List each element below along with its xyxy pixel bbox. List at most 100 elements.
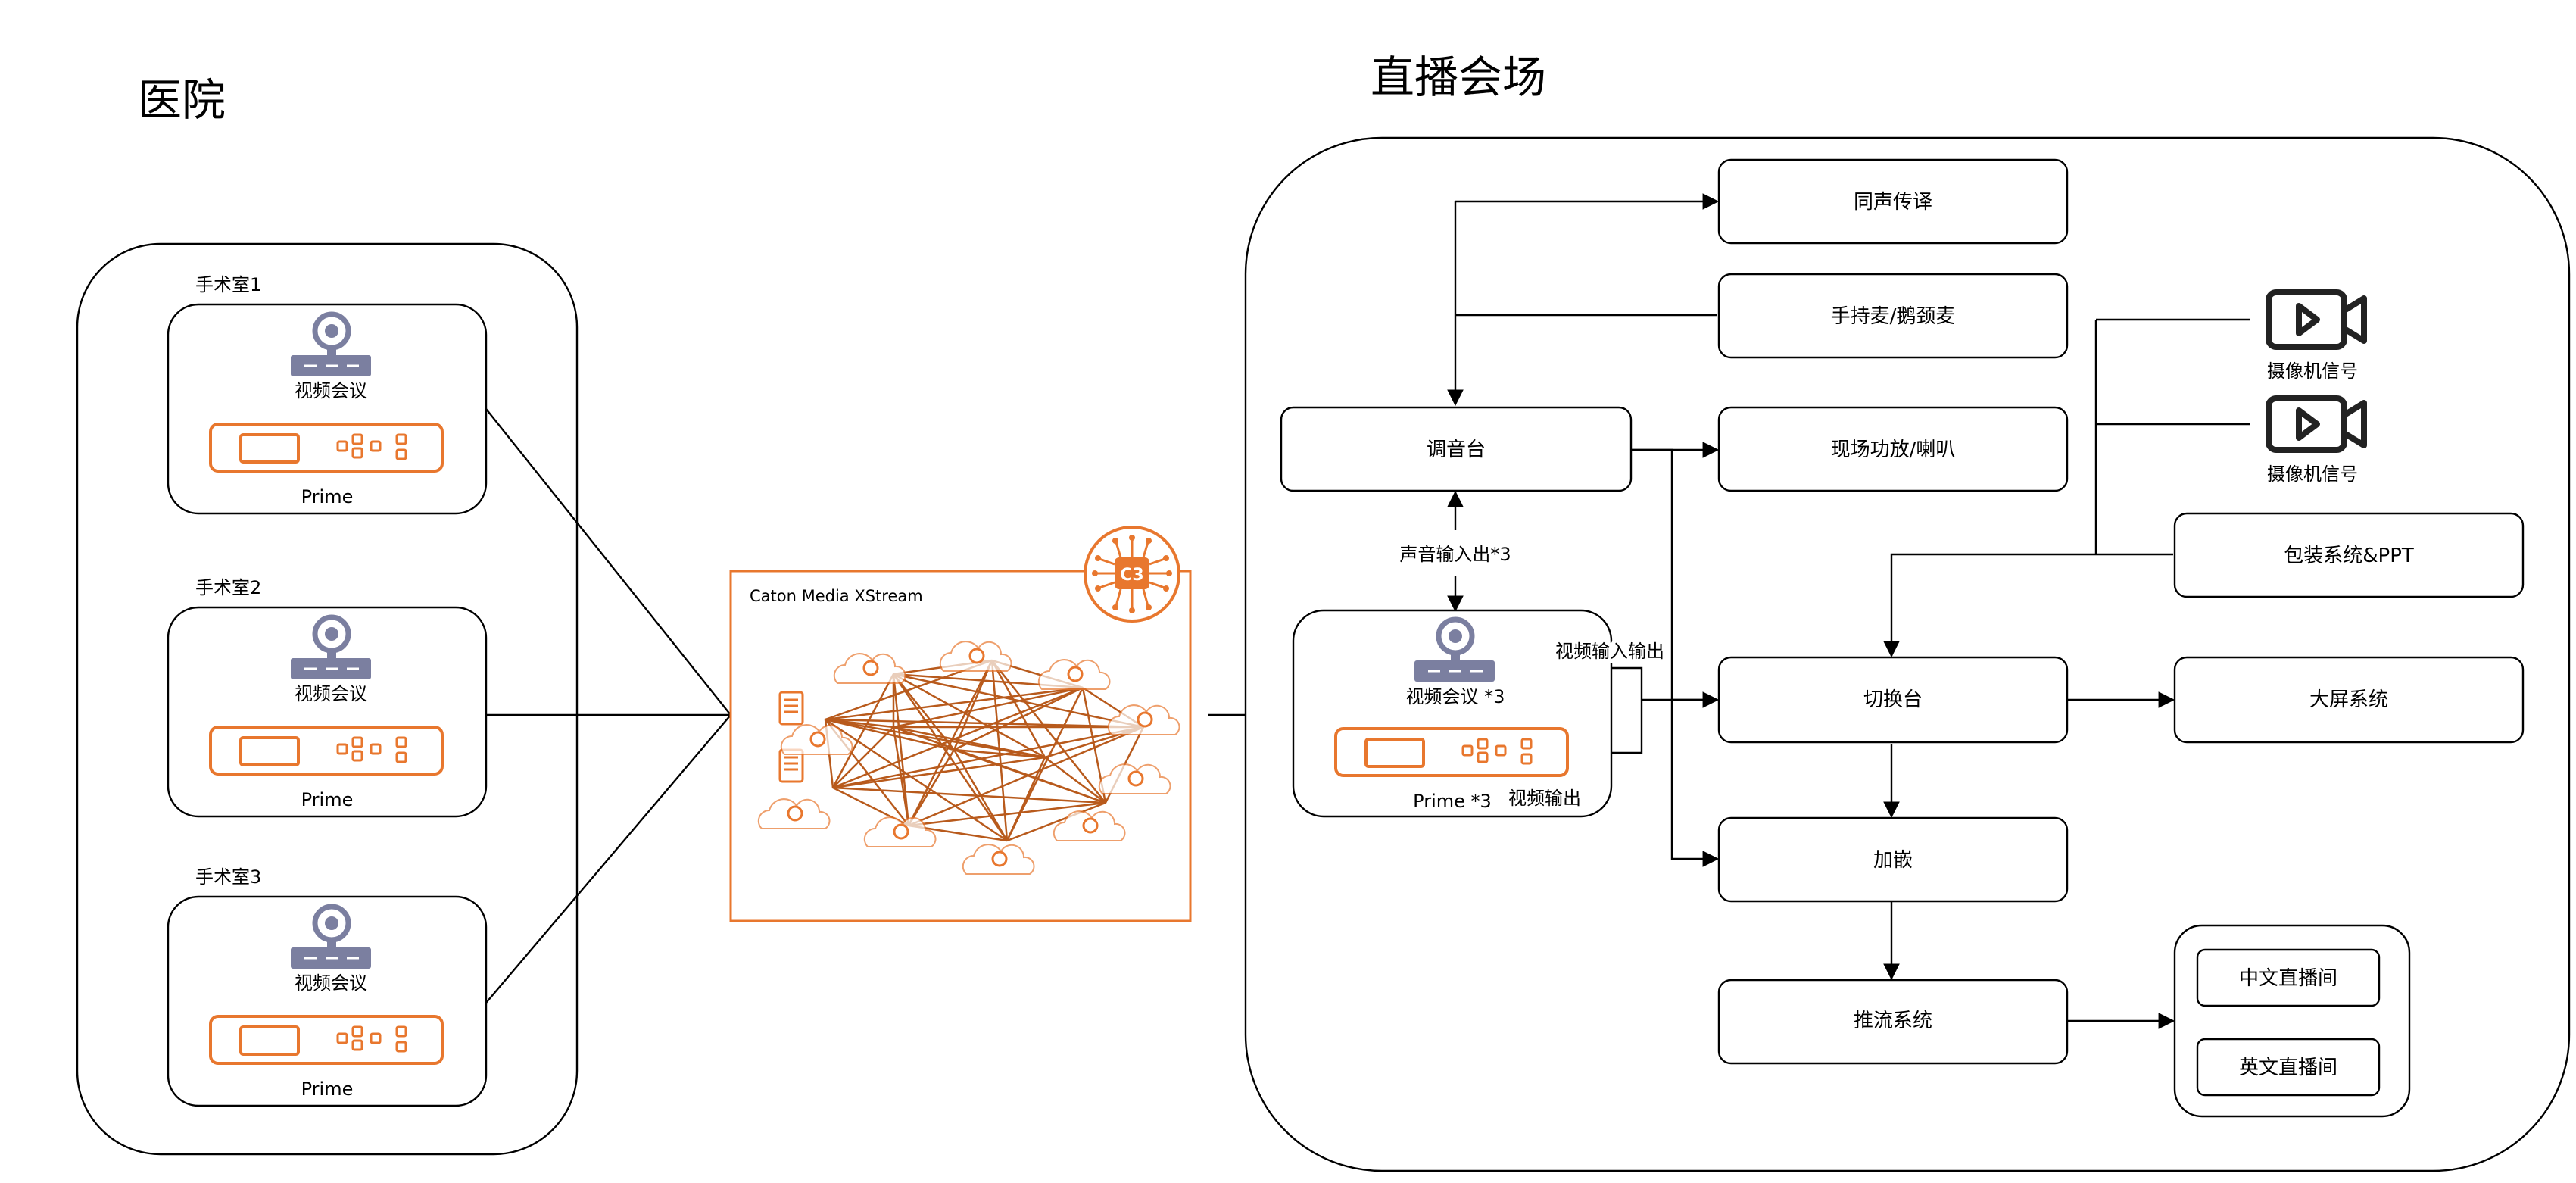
video-conference-icon [291, 904, 371, 969]
live-rooms-group: 中文直播间 英文直播间 [2173, 924, 2411, 1118]
bigscreen-box: 大屏系统 [2173, 656, 2525, 744]
svg-text:包装系统&PPT: 包装系统&PPT [2284, 545, 2414, 567]
svg-text:加嵌: 加嵌 [1873, 849, 1913, 872]
mesh-link [893, 726, 1046, 759]
node-icon [968, 648, 985, 664]
mesh-link [953, 748, 1046, 759]
pa-box: 现场功放/喇叭 [1717, 406, 2069, 492]
network-panel: Caton Media XStream C3 [729, 526, 1192, 922]
room1-link [485, 408, 731, 716]
video-out-label: 视频输出 [1508, 788, 1581, 809]
mesh-link [825, 718, 1008, 842]
svg-text:调音台: 调音台 [1427, 439, 1486, 461]
svg-text:切换台: 切换台 [1863, 688, 1923, 711]
graphics-box: 包装系统&PPT [2173, 512, 2525, 598]
mesh-link [892, 673, 910, 826]
c3-badge-icon: C3 [1084, 526, 1180, 623]
svg-text:现场功放/喇叭: 现场功放/喇叭 [1831, 439, 1956, 461]
mesh-link [832, 726, 1144, 789]
c3-badge-text: C3 [1120, 566, 1143, 585]
mesh-link [832, 726, 894, 788]
video-conference-icon [291, 614, 371, 679]
mesh-network-icon [757, 641, 1180, 875]
mesh-link [832, 756, 1046, 789]
svg-text:推流系统: 推流系统 [1854, 1010, 1932, 1032]
en-room-label: 英文直播间 [2239, 1057, 2337, 1079]
node-icon [1127, 770, 1144, 787]
video-conference-label: 视频会议 [295, 972, 367, 994]
mesh-link [953, 686, 1084, 751]
node-icon [991, 851, 1008, 867]
mesh-link [991, 660, 1106, 804]
node-icon [862, 660, 879, 676]
prime-encoder-icon [209, 726, 444, 776]
mesh-link [893, 686, 1084, 729]
venue-prime-label: Prime *3 [1413, 791, 1492, 812]
camera-2: 摄像机信号 [2266, 395, 2367, 485]
room-2-label: 手术室2 [195, 577, 261, 598]
venue-container [1244, 136, 2571, 1172]
mesh-link [953, 660, 993, 751]
mesh-link [1006, 757, 1046, 841]
mesh-link [990, 660, 1046, 758]
switcher-box: 切换台 [1717, 656, 2069, 744]
video-camera-icon [2266, 395, 2367, 453]
mic-box: 手持麦/鹅颈麦 [1717, 273, 2069, 359]
mesh-link [825, 718, 894, 729]
venue-unit: 视频会议 *3 Prime *3 [1292, 609, 1613, 818]
simultaneous-box: 同声传译 [1717, 158, 2069, 245]
mesh-link [908, 801, 1106, 827]
room-1-label: 手术室1 [195, 274, 261, 295]
mesh-link [907, 660, 993, 826]
prime-label: Prime [301, 789, 354, 810]
node-icon [1137, 711, 1153, 728]
camera-label: 摄像机信号 [2267, 464, 2358, 485]
room-3-label: 手术室3 [195, 866, 261, 888]
svg-text:手持麦/鹅颈麦: 手持麦/鹅颈麦 [1831, 305, 1956, 328]
mixer-box: 调音台 [1280, 406, 1633, 492]
prime-label: Prime [301, 486, 354, 507]
video-conference-icon [291, 311, 371, 376]
mesh-link [892, 726, 910, 826]
node-icon [787, 805, 803, 822]
mesh-link [831, 673, 895, 788]
mesh-link [953, 749, 1009, 841]
venue-video-label: 视频会议 *3 [1406, 686, 1505, 707]
node-icon [1067, 666, 1084, 682]
hospital-title: 医院 [138, 74, 226, 126]
mesh-link [832, 786, 1106, 804]
prime-encoder-icon [209, 423, 444, 473]
room3-link [485, 714, 731, 1004]
venue-connectors [1447, 193, 2250, 1029]
mesh-link [907, 749, 956, 826]
mesh-link [990, 660, 1009, 841]
mesh-link [825, 718, 955, 751]
room-3: 手术室3 视频会议 Prime [167, 866, 488, 1107]
mesh-link [832, 686, 1084, 789]
prime-label: Prime [301, 1078, 354, 1100]
video-conference-label: 视频会议 [295, 380, 367, 401]
network-title: Caton Media XStream [750, 587, 923, 605]
prime-encoder-icon [209, 1015, 444, 1065]
camera-label: 摄像机信号 [2267, 361, 2358, 382]
mesh-link [1044, 757, 1106, 804]
venue-title: 直播会场 [1371, 52, 1546, 103]
mesh-link [1006, 801, 1106, 842]
room-2: 手术室2 视频会议 Prime [167, 577, 488, 818]
video-camera-icon [2266, 289, 2367, 350]
mesh-link [893, 726, 1106, 804]
encoder-box: 加嵌 [1717, 816, 2069, 903]
mesh-link [908, 726, 1144, 827]
server-icon [778, 691, 804, 783]
audio-io-label: 声音输入出*3 [1399, 544, 1511, 565]
prime-encoder-icon [1334, 727, 1569, 777]
node-icon [809, 731, 826, 748]
cn-room-label: 中文直播间 [2239, 967, 2337, 990]
mesh-link [825, 718, 1046, 759]
room-1: 手术室1 视频会议 Prime [167, 274, 488, 515]
node-icon [893, 823, 909, 840]
video-io-label: 视频输入输出 [1555, 641, 1664, 662]
svg-text:同声传译: 同声传译 [1854, 191, 1932, 214]
mesh-link [825, 686, 1084, 721]
